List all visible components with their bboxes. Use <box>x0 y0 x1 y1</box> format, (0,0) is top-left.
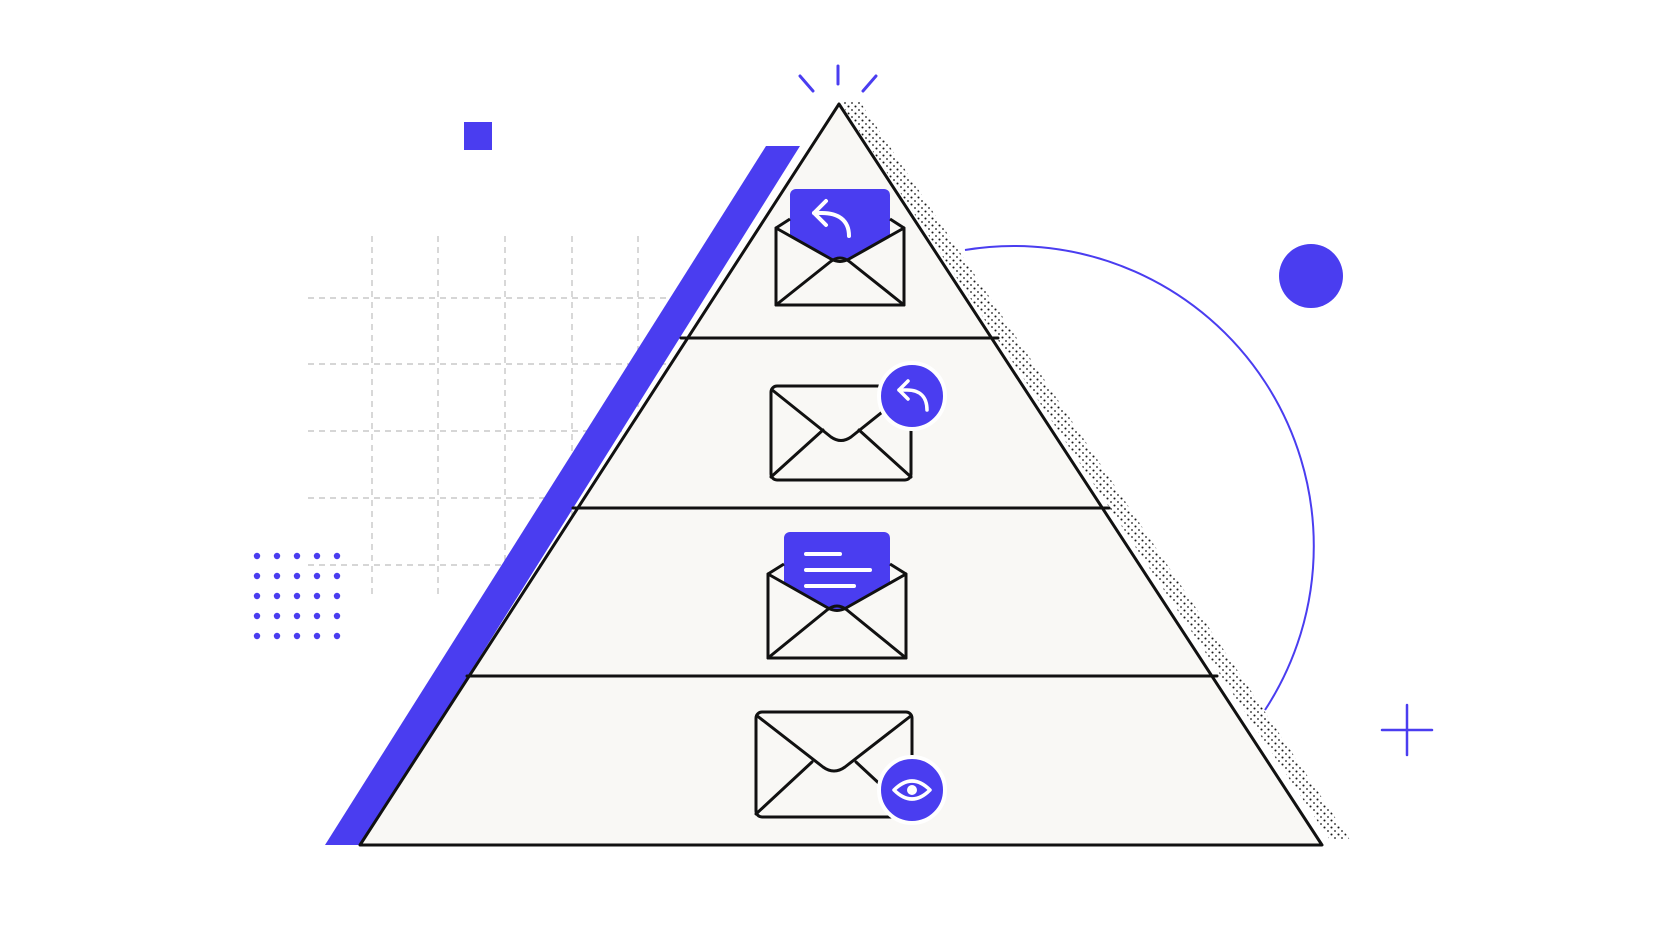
dot <box>333 552 341 560</box>
dot <box>273 612 281 620</box>
decorative-arc <box>964 245 1315 711</box>
dot <box>253 612 261 620</box>
dot <box>313 552 321 560</box>
dot <box>313 592 321 600</box>
accent-circle <box>1279 244 1343 308</box>
dot <box>313 612 321 620</box>
dot-grid <box>253 552 341 640</box>
dot <box>253 592 261 600</box>
dot <box>293 592 301 600</box>
dot <box>313 572 321 580</box>
tier-dividers <box>465 336 1219 678</box>
crosshair-icon <box>1380 703 1434 757</box>
dot <box>333 572 341 580</box>
dot <box>333 592 341 600</box>
dot <box>293 552 301 560</box>
dot <box>333 612 341 620</box>
dot <box>293 572 301 580</box>
dot <box>253 572 261 580</box>
dot <box>333 632 341 640</box>
dot <box>253 552 261 560</box>
dot <box>273 552 281 560</box>
dot <box>313 632 321 640</box>
tier-4-eye-envelope-icon <box>754 710 947 825</box>
dot <box>273 592 281 600</box>
spark-lines <box>798 64 878 93</box>
accent-square <box>464 122 492 150</box>
dot <box>253 632 261 640</box>
pyramid-accent-side <box>325 146 800 845</box>
dot <box>293 632 301 640</box>
dot <box>273 572 281 580</box>
dot <box>273 632 281 640</box>
tier-3-text-envelope-icon <box>766 532 908 660</box>
dot <box>293 612 301 620</box>
tier-2-reply-badge-envelope-icon <box>769 361 947 482</box>
tier-1-reply-envelope-icon <box>774 189 906 307</box>
